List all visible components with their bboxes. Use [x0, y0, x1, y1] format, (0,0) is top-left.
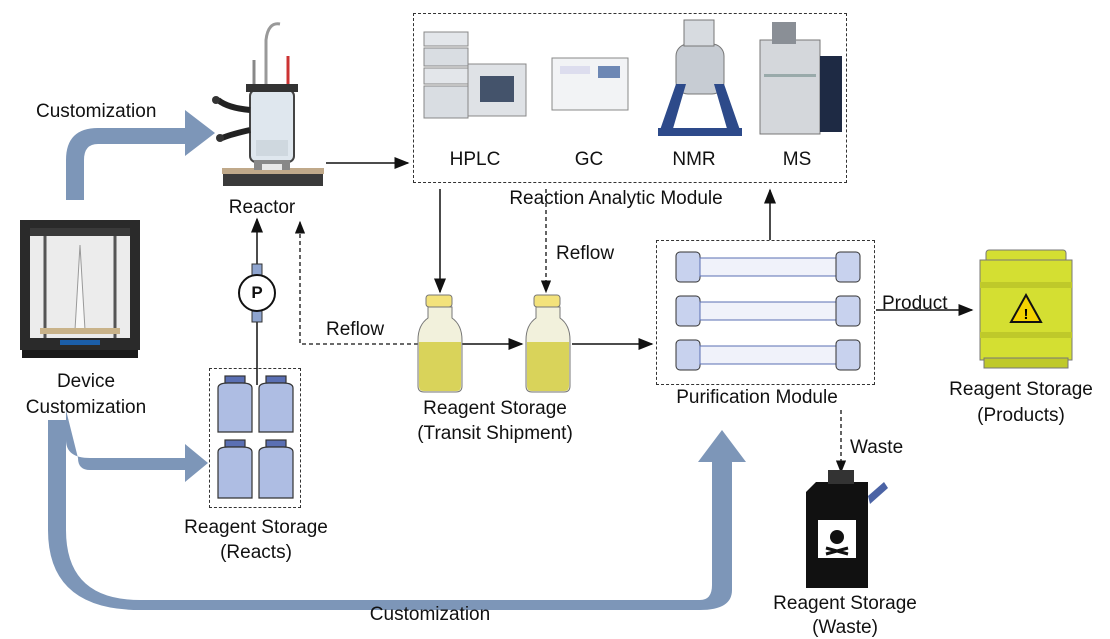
device-customization-label-2: Customization: [25, 397, 147, 418]
reactor-label: Reactor: [228, 197, 296, 218]
svg-text:!: !: [1024, 306, 1029, 323]
product-drum-icon: !: [979, 249, 1073, 369]
reacts-storage-label-1: Reagent Storage: [184, 517, 328, 538]
transit-storage-label-1: Reagent Storage: [423, 398, 567, 419]
customization-label-bottom: Customization: [369, 604, 491, 625]
products-storage-label-1: Reagent Storage: [949, 379, 1093, 400]
pump-icon: [238, 217, 276, 385]
reacts-storage-label-2: (Reacts): [220, 542, 292, 563]
flow-arrows: [326, 157, 974, 350]
ms-label: MS: [782, 149, 812, 170]
product-label: Product: [882, 293, 948, 314]
transit-storage-label-2: (Transit Shipment): [417, 423, 573, 444]
hplc-icon: [423, 31, 527, 119]
ms-icon: [759, 22, 842, 135]
transit-flask-1: [417, 294, 463, 393]
transit-flask-2: [525, 294, 571, 393]
analytic-module-label: Reaction Analytic Module: [509, 188, 723, 209]
device-customization-label-1: Device: [56, 371, 116, 392]
reflow-label-mid: Reflow: [556, 243, 615, 264]
reacts-bottles-icon: [217, 375, 294, 499]
purification-columns: [675, 251, 861, 371]
hplc-label: HPLC: [449, 149, 501, 170]
reflow-label-left: Reflow: [326, 319, 385, 340]
customization-label-top: Customization: [36, 101, 157, 122]
waste-storage-label-2: (Waste): [812, 617, 878, 638]
purification-module-label: Purification Module: [676, 387, 838, 408]
gc-label: GC: [574, 149, 604, 170]
customization-arrow-reacts: [66, 410, 208, 482]
waste-can-icon: [806, 470, 888, 588]
products-storage-label-2: (Products): [977, 405, 1065, 426]
3d-printer-icon: [20, 220, 140, 358]
customization-arrow-bottom: [48, 420, 746, 610]
reactor-icon: [212, 22, 324, 186]
gc-icon: [551, 57, 629, 111]
analytic-module-box: [413, 13, 847, 183]
nmr-icon: [658, 19, 742, 136]
waste-storage-label-1: Reagent Storage: [773, 593, 917, 614]
nmr-label: NMR: [672, 149, 716, 170]
reacts-storage-box: [209, 368, 301, 508]
waste-label: Waste: [850, 437, 904, 458]
purification-module-box: [656, 240, 875, 385]
reflow-arrows: [294, 189, 847, 474]
pump-label: P: [251, 283, 263, 302]
customization-arrow-top: [66, 110, 215, 200]
